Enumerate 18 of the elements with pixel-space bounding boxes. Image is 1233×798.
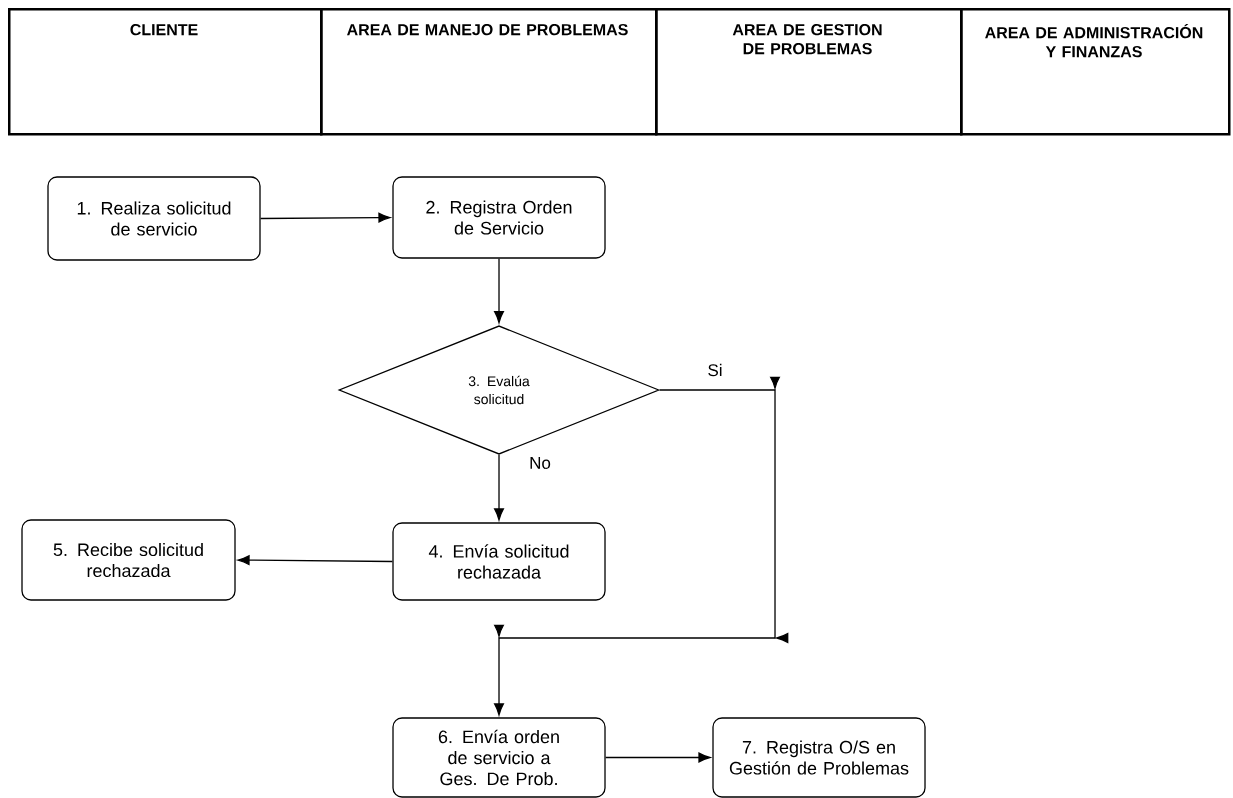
arrow <box>494 454 504 521</box>
edge-label: Si <box>708 363 722 377</box>
process-box: 6. Envía orden de servicio a Ges. De Prob. <box>392 717 606 798</box>
edge-label: No <box>530 457 551 469</box>
header-cell: CLIENTE <box>8 8 323 136</box>
arrow <box>237 555 393 566</box>
arrow <box>260 212 391 223</box>
arrow <box>494 258 504 324</box>
process-box: 1. Realiza solicitud de servicio <box>47 176 261 261</box>
arrow <box>494 376 789 716</box>
header-cell: AREA DE ADMINISTRACIÓN Y FINANZAS <box>960 8 1231 136</box>
process-box: 2. Registra Orden de Servicio <box>392 176 606 259</box>
process-box: 4. Envía solicitud rechazada <box>392 522 606 601</box>
arrow <box>605 752 711 763</box>
header-cell: AREA DE GESTION DE PROBLEMAS <box>655 8 963 136</box>
process-box: 7. Registra O/S en Gestión de Problemas <box>712 717 926 798</box>
header-cell: AREA DE MANEJO DE PROBLEMAS <box>320 8 658 136</box>
process-box: 5. Recibe solicitud rechazada <box>21 519 236 601</box>
